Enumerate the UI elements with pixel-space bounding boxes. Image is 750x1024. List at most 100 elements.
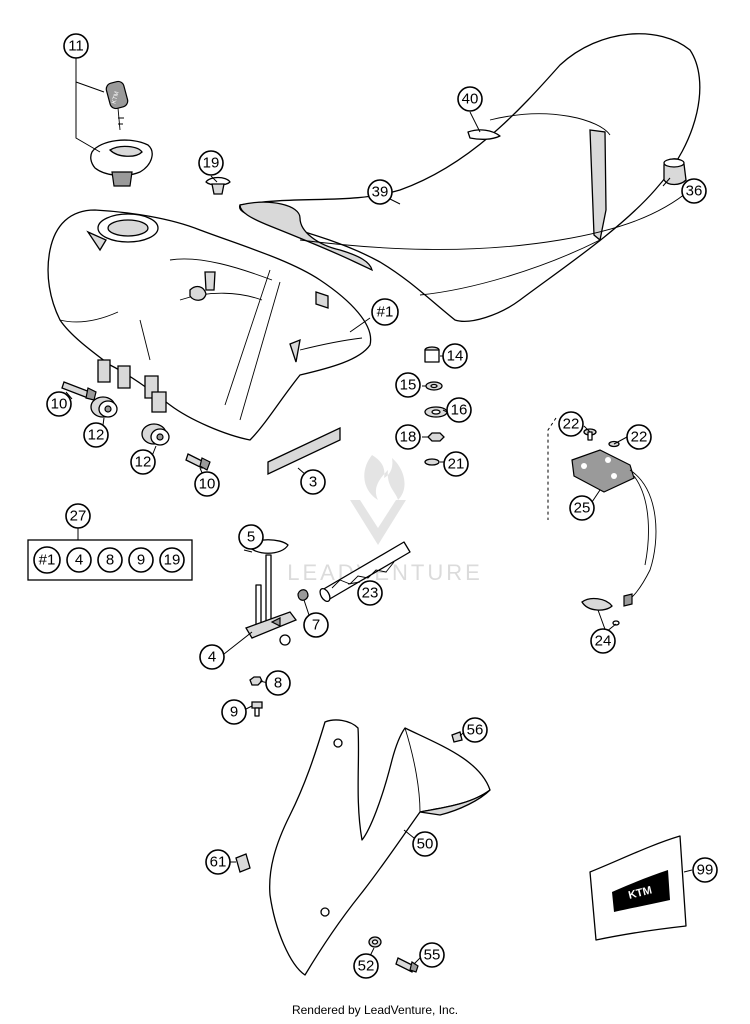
- leadventure-watermark: LEADVENTURE: [287, 455, 480, 585]
- svg-text:3: 3: [309, 474, 317, 491]
- svg-text:27: 27: [70, 508, 87, 525]
- callout-8: 8: [265, 670, 291, 696]
- callout-3: 3: [300, 469, 326, 495]
- callout-9: 9: [221, 699, 247, 725]
- svg-text:#1: #1: [377, 304, 394, 321]
- callout-27: 27: [65, 503, 91, 529]
- svg-text:22: 22: [631, 429, 648, 446]
- washer[interactable]: [425, 381, 443, 391]
- svg-text:99: 99: [697, 862, 714, 879]
- seat[interactable]: [238, 33, 701, 322]
- washer[interactable]: [424, 458, 440, 466]
- cable[interactable]: [581, 469, 657, 626]
- side-cover[interactable]: [269, 719, 491, 976]
- foam-strip[interactable]: [267, 426, 341, 476]
- callout-16: 16: [446, 397, 472, 423]
- screw[interactable]: [424, 346, 440, 363]
- kit-item-8: 8: [97, 547, 123, 573]
- svg-text:24: 24: [595, 633, 612, 650]
- fuel-hose[interactable]: [318, 541, 411, 603]
- svg-text:10: 10: [51, 396, 68, 413]
- svg-text:12: 12: [135, 454, 152, 471]
- callout-5: 5: [238, 524, 264, 550]
- svg-text:7: 7: [312, 617, 320, 634]
- callout-1: #1: [371, 298, 399, 326]
- callout-14: 14: [442, 343, 468, 369]
- rubber-bumper[interactable]: [663, 158, 687, 186]
- svg-text:8: 8: [274, 675, 282, 692]
- callout-36: 36: [681, 178, 707, 204]
- callout-21: 21: [443, 451, 469, 477]
- decal[interactable]: KTM: [589, 835, 687, 941]
- svg-text:50: 50: [417, 836, 434, 853]
- callout-7: 7: [303, 612, 329, 638]
- callout-11: 11: [63, 33, 89, 59]
- rubber-bushing[interactable]: [141, 423, 170, 446]
- callout-10: 10: [194, 471, 220, 497]
- kit-item-19: 19: [159, 547, 185, 573]
- svg-text:12: 12: [88, 427, 105, 444]
- screw[interactable]: [395, 957, 419, 973]
- svg-text:8: 8: [106, 552, 114, 569]
- svg-text:15: 15: [400, 377, 417, 394]
- fuel-tap[interactable]: [245, 539, 298, 646]
- clip-nut[interactable]: [235, 853, 251, 873]
- decal-logo-text: KTM: [627, 884, 653, 901]
- callout-39: 39: [367, 179, 393, 205]
- fuel-tank[interactable]: [47, 209, 372, 441]
- svg-text:25: 25: [574, 500, 591, 517]
- svg-text:#1: #1: [39, 552, 56, 569]
- kit-item-9: 9: [128, 547, 154, 573]
- callout-4: 4: [199, 644, 225, 670]
- callout-52: 52: [353, 953, 379, 979]
- callout-50: 50: [412, 831, 438, 857]
- callout-12: 12: [83, 422, 109, 448]
- rubber-plug[interactable]: [205, 176, 231, 195]
- grommet[interactable]: [368, 936, 382, 948]
- svg-text:19: 19: [203, 155, 220, 172]
- svg-text:21: 21: [448, 456, 465, 473]
- svg-text:18: 18: [400, 429, 417, 446]
- svg-text:36: 36: [686, 183, 703, 200]
- svg-text:56: 56: [467, 722, 484, 739]
- screw[interactable]: [251, 701, 263, 717]
- screw[interactable]: [451, 731, 463, 743]
- kit-item-1: #1: [33, 546, 61, 574]
- callout-18: 18: [395, 424, 421, 450]
- callout-12: 12: [130, 449, 156, 475]
- svg-text:5: 5: [247, 529, 255, 546]
- svg-text:10: 10: [199, 476, 216, 493]
- kit-item-4: 4: [66, 547, 92, 573]
- callout-10: 10: [46, 391, 72, 417]
- washer[interactable]: [424, 406, 448, 418]
- callout-23: 23: [357, 580, 383, 606]
- callout-22: 22: [626, 424, 652, 450]
- callout-19: 19: [198, 150, 224, 176]
- svg-text:4: 4: [75, 552, 83, 569]
- svg-text:19: 19: [164, 552, 181, 569]
- switch-bracket[interactable]: [571, 449, 635, 493]
- svg-text:16: 16: [451, 402, 468, 419]
- svg-text:4: 4: [208, 649, 216, 666]
- callout-55: 55: [419, 942, 445, 968]
- screw[interactable]: [583, 428, 597, 441]
- svg-text:40: 40: [462, 91, 479, 108]
- svg-text:14: 14: [447, 348, 464, 365]
- svg-text:KTM: KTM: [111, 91, 120, 105]
- callout-40: 40: [457, 86, 483, 112]
- callout-56: 56: [462, 717, 488, 743]
- rubber-bushing[interactable]: [90, 396, 118, 418]
- screw[interactable]: [61, 381, 97, 401]
- svg-text:11: 11: [68, 38, 84, 55]
- footer-credit: Rendered by LeadVenture, Inc.: [291, 1003, 459, 1017]
- svg-text:22: 22: [563, 416, 580, 433]
- clamp[interactable]: [297, 589, 309, 601]
- screw[interactable]: [185, 453, 211, 471]
- svg-text:9: 9: [230, 704, 238, 721]
- fuel-cap-with-key[interactable]: KTM: [90, 80, 153, 187]
- svg-text:61: 61: [210, 854, 227, 871]
- nut[interactable]: [427, 432, 445, 442]
- svg-text:39: 39: [372, 184, 389, 201]
- svg-text:9: 9: [137, 552, 145, 569]
